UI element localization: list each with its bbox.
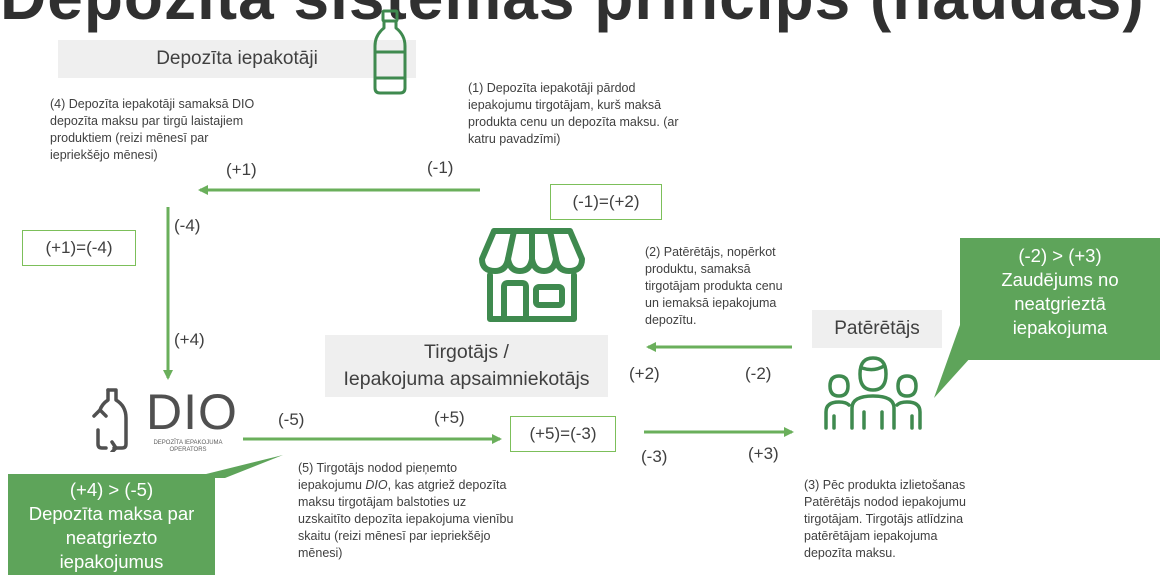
dio-deposit-callout: (+4) > (-5) Depozīta maksa par neatgriez…	[8, 474, 215, 575]
note-3-line: tirgotājam. Tirgotājs atlīdzina	[804, 512, 964, 526]
note-3: (3) Pēc produkta izlietošanas Patērētājs…	[804, 477, 1024, 562]
retailer-label-line1: Tirgotājs /	[424, 341, 509, 363]
label-plus2: (+2)	[629, 364, 660, 383]
note-5: (5) Tirgotājs nodod pieņemto iepakojumu …	[298, 460, 558, 562]
label-minus2: (-2)	[745, 364, 772, 383]
equation-2: (+1)=(-4)	[45, 238, 113, 257]
label-minus3: (-3)	[641, 447, 668, 466]
store-icon	[479, 228, 585, 322]
note-4-line: produktiem (reizi mēnesī par	[50, 131, 209, 145]
label-plus4: (+4)	[174, 330, 205, 349]
callout-line: (+4) > (-5)	[69, 479, 154, 500]
note-4: (4) Depozīta iepakotāji samaksā DIO depo…	[50, 96, 310, 164]
note-1: (1) Depozīta iepakotāji pārdod iepakojum…	[468, 80, 728, 148]
page-title: Depozīta sistēmas princips (naudas)	[0, 0, 1145, 34]
dio-logo-text: DIO	[146, 384, 238, 440]
equation-1: (-1)=(+2)	[572, 192, 640, 211]
note-2: (2) Patērētājs, nopērkot produktu, samak…	[645, 244, 825, 329]
dio-subtitle-line1: DEPOZĪTA IEPAKOJUMA	[153, 440, 223, 446]
note-1-line: produkta cenu un depozīta maksu. (ar	[468, 115, 679, 129]
consumer-label: Patērētājs	[834, 318, 920, 339]
note-3-line: (3) Pēc produkta izlietošanas	[804, 478, 966, 492]
callout-line: neatgriezto	[65, 527, 158, 548]
label-minus1: (-1)	[427, 158, 454, 177]
dio-logo-icon	[92, 388, 128, 452]
note-5-line: maksu tirgotājam balstoties uz	[298, 495, 467, 509]
label-plus5: (+5)	[434, 408, 465, 427]
label-plus1: (+1)	[226, 160, 257, 179]
note-5-line: mēnesi)	[298, 546, 343, 560]
callout-line: iepakojuma	[1012, 317, 1108, 338]
note-2-line: tirgotājam produkta cenu	[645, 279, 783, 293]
dio-subtitle-line2: OPERATORS	[169, 447, 207, 453]
equation-3: (+5)=(-3)	[529, 424, 597, 443]
note-2-line: un iemaksā iepakojuma	[645, 296, 777, 310]
note-4-line: (4) Depozīta iepakotāji samaksā DIO	[50, 97, 255, 111]
label-minus5: (-5)	[278, 410, 305, 429]
packers-label: Depozīta iepakotāji	[156, 48, 318, 69]
note-3-line: patērētājam iepakojuma	[804, 529, 938, 543]
note-5-line-2: iepakojumu DIO, kas atgriež depozīta	[298, 477, 558, 494]
retailer-label-line2: Iepakojuma apsaimniekotājs	[343, 368, 590, 390]
note-3-line: depozīta maksu.	[804, 546, 896, 560]
callout-line: (-2) > (+3)	[1018, 245, 1102, 266]
consumer-box: Patērētājs	[812, 310, 942, 348]
callout-line: iepakojumus	[59, 551, 164, 572]
note-5-text: , kas atgriež depozīta	[387, 478, 507, 492]
note-1-line: iepakojumu tirgotājam, kurš maksā	[468, 98, 662, 112]
consumer-loss-callout: (-2) > (+3) Zaudējums no neatgrieztā iep…	[960, 238, 1160, 360]
dio-callout-pointer	[190, 455, 283, 478]
callout-line: Zaudējums no	[1001, 269, 1119, 290]
label-minus4: (-4)	[174, 216, 201, 235]
bottle-icon	[373, 9, 407, 95]
note-2-line: produktu, samaksā	[645, 262, 751, 276]
note-2-line: depozītu.	[645, 313, 697, 327]
note-5-line: skaitu (reizi mēnesī par iepriekšējo	[298, 529, 491, 543]
note-5-line: (5) Tirgotājs nodod pieņemto	[298, 461, 458, 475]
label-plus3: (+3)	[748, 444, 779, 463]
note-2-line: (2) Patērētājs, nopērkot	[645, 245, 776, 259]
people-icon	[824, 356, 922, 430]
retailer-box: Tirgotājs / Iepakojuma apsaimniekotājs	[325, 335, 608, 397]
equation-box-1: (-1)=(+2)	[550, 184, 662, 220]
note-5-text: iepakojumu	[298, 478, 366, 492]
note-4-line: iepriekšējo mēnesi)	[50, 148, 158, 162]
callout-line: Depozīta maksa par	[28, 503, 195, 524]
packers-box: Depozīta iepakotāji	[58, 40, 416, 78]
equation-box-2: (+1)=(-4)	[22, 230, 136, 266]
note-3-line: Patērētājs nodod iepakojumu	[804, 495, 966, 509]
note-1-line: katru pavadzīmi)	[468, 132, 561, 146]
callout-line: neatgrieztā	[1014, 293, 1106, 314]
equation-box-3: (+5)=(-3)	[510, 416, 616, 452]
note-5-dio-emphasis: DIO	[365, 478, 388, 492]
dio-logo-subtitle: DEPOZĪTA IEPAKOJUMA OPERATORS	[146, 440, 230, 454]
note-1-line: (1) Depozīta iepakotāji pārdod	[468, 81, 636, 95]
note-5-line: uzskaitīto depozīta iepakojuma vienību	[298, 512, 514, 526]
note-4-line: depozīta maksu par tirgū laistajiem	[50, 114, 244, 128]
